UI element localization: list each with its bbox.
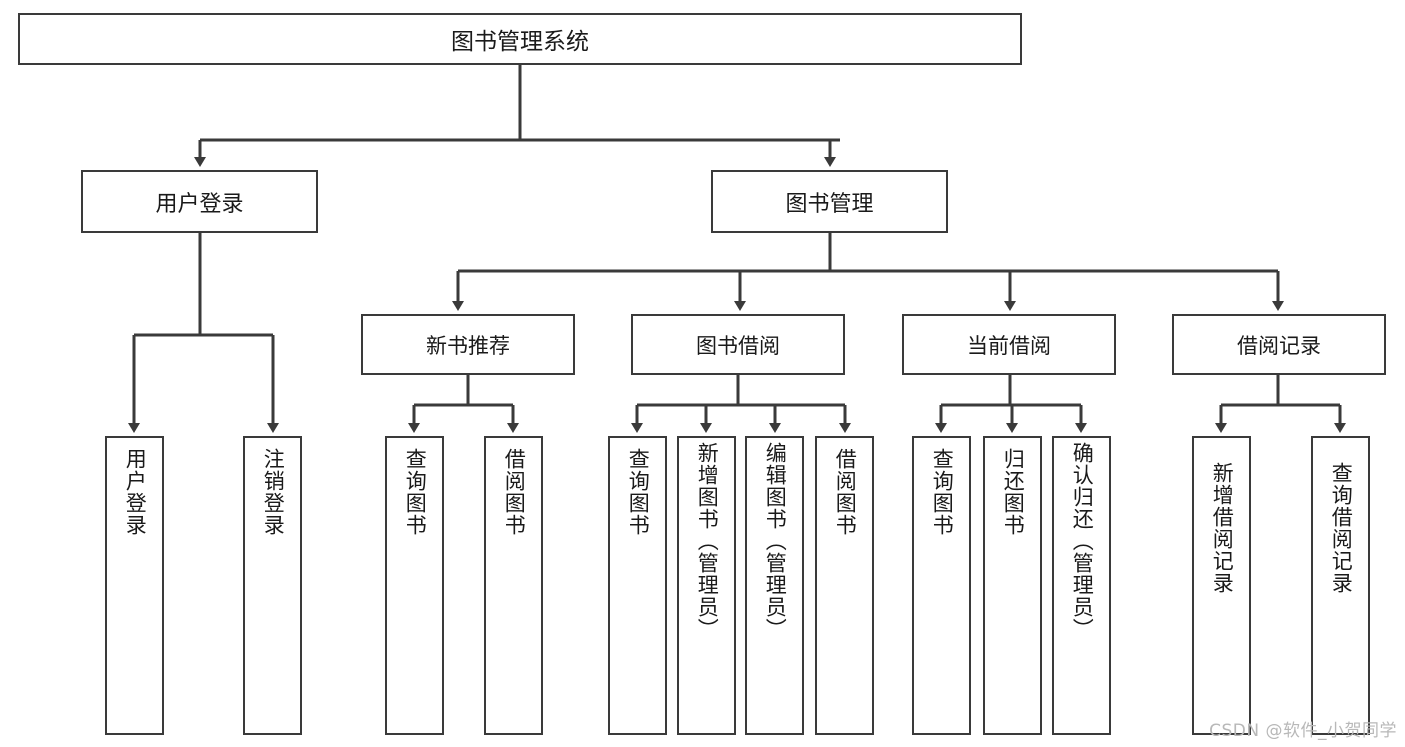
csdn-watermark: CSDN @软件_小贺同学 bbox=[1209, 721, 1397, 741]
leaf-label: 编辑图书（管理员） bbox=[763, 442, 788, 640]
leaf-label: 新增图书（管理员） bbox=[695, 442, 720, 640]
node-leaf-edit-book[interactable]: 编辑图书（管理员） bbox=[745, 436, 804, 735]
leaf-label: 查询图书 bbox=[626, 448, 651, 536]
node-leaf-borrow-book-1[interactable]: 借阅图书 bbox=[484, 436, 543, 735]
node-leaf-query-record[interactable]: 查询借阅记录 bbox=[1311, 436, 1370, 735]
leaf-label: 查询图书 bbox=[403, 448, 428, 536]
node-leaf-add-record[interactable]: 新增借阅记录 bbox=[1192, 436, 1251, 735]
node-book-manage[interactable]: 图书管理 bbox=[711, 170, 948, 233]
node-leaf-logout[interactable]: 注销登录 bbox=[243, 436, 302, 735]
node-root[interactable]: 图书管理系统 bbox=[18, 13, 1022, 65]
node-user-login[interactable]: 用户登录 bbox=[81, 170, 318, 233]
node-leaf-user-login[interactable]: 用户登录 bbox=[105, 436, 164, 735]
node-new-book-recommend[interactable]: 新书推荐 bbox=[361, 314, 575, 375]
leaf-label: 借阅图书 bbox=[502, 448, 527, 536]
leaf-label: 注销登录 bbox=[261, 448, 286, 536]
node-leaf-return-book[interactable]: 归还图书 bbox=[983, 436, 1042, 735]
node-leaf-query-book-3[interactable]: 查询图书 bbox=[912, 436, 971, 735]
leaf-label: 借阅图书 bbox=[833, 448, 858, 536]
node-current-borrow[interactable]: 当前借阅 bbox=[902, 314, 1116, 375]
node-leaf-confirm-return[interactable]: 确认归还（管理员） bbox=[1052, 436, 1111, 735]
node-book-borrow[interactable]: 图书借阅 bbox=[631, 314, 845, 375]
node-leaf-query-book-2[interactable]: 查询图书 bbox=[608, 436, 667, 735]
leaf-label: 查询图书 bbox=[930, 448, 955, 536]
leaf-label: 归还图书 bbox=[1001, 448, 1026, 536]
leaf-label: 新增借阅记录 bbox=[1210, 462, 1235, 594]
node-leaf-query-book-1[interactable]: 查询图书 bbox=[385, 436, 444, 735]
leaf-label: 确认归还（管理员） bbox=[1070, 442, 1095, 640]
leaf-label: 查询借阅记录 bbox=[1329, 462, 1354, 594]
node-leaf-borrow-book-2[interactable]: 借阅图书 bbox=[815, 436, 874, 735]
node-borrow-record[interactable]: 借阅记录 bbox=[1172, 314, 1386, 375]
leaf-label: 用户登录 bbox=[123, 448, 148, 536]
node-leaf-add-book[interactable]: 新增图书（管理员） bbox=[677, 436, 736, 735]
